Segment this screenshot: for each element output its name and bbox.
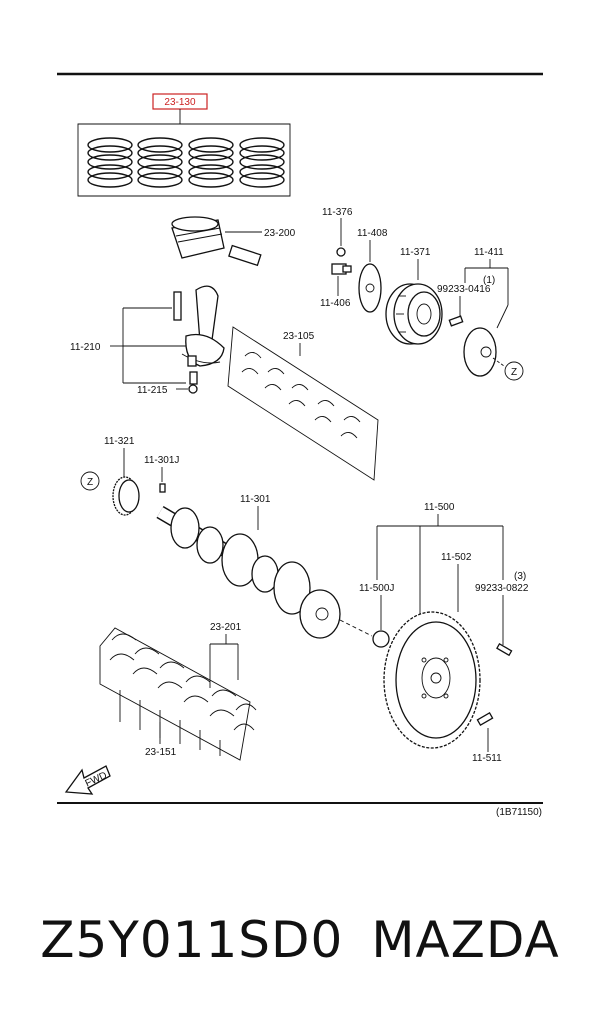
rod-bearing-set[interactable]: 23-105	[227, 326, 379, 481]
label-11-511: 11-511	[472, 753, 502, 764]
z-reference-top	[504, 361, 524, 381]
label-11-406: 11-406	[320, 298, 351, 309]
pulley-plate[interactable]: 11-408	[357, 228, 388, 313]
label-99233-0822: 99233-0822	[475, 583, 529, 594]
connecting-rod[interactable]: 11-210 11-215	[70, 285, 225, 396]
pilot-bearing	[372, 630, 390, 648]
label-11-301j: 11-301J	[144, 455, 179, 466]
ring-stacks	[87, 137, 285, 188]
pulley-washer-group[interactable]: 11-411 (1) 99233-0416 Z	[437, 247, 524, 381]
crankshaft-gear[interactable]: 11-321 Z	[80, 436, 140, 516]
forward-arrow-icon: FWD	[64, 765, 111, 795]
parts-diagram: 23-130	[57, 72, 543, 818]
flywheel-group[interactable]: 11-500 11-502 11-500J (3) 99233-0822 11-…	[359, 502, 529, 764]
part-number: Z5Y011SD0	[40, 911, 344, 969]
brand-name: MAZDA	[371, 911, 560, 969]
pulley-bolts[interactable]: 11-376 11-406	[320, 207, 353, 309]
label-11-210: 11-210	[70, 342, 101, 353]
label-11-411: 11-411	[474, 247, 504, 258]
piston-pin	[228, 244, 262, 267]
svg-text:Z: Z	[511, 367, 517, 378]
caption: Z5Y011SD0 MAZDA	[0, 900, 600, 980]
label-23-201: 23-201	[210, 622, 242, 633]
label-11-321: 11-321	[104, 436, 135, 447]
label-23-151: 23-151	[145, 747, 177, 758]
main-bearing-set[interactable]: 23-201 23-151	[99, 622, 257, 761]
label-11-408: 11-408	[357, 228, 388, 239]
label-11-215: 11-215	[137, 385, 168, 396]
label-11-301: 11-301	[240, 494, 271, 505]
label-11-376: 11-376	[322, 207, 353, 218]
crank-flange	[299, 589, 341, 639]
z-reference-bottom	[80, 471, 100, 491]
piston-ring-set[interactable]: 23-130	[77, 93, 291, 197]
label-23-105: 23-105	[283, 331, 315, 342]
label-paren-3: (3)	[514, 571, 526, 582]
svg-text:FWD: FWD	[84, 770, 109, 790]
label-11-371: 11-371	[400, 247, 431, 258]
label-23-130: 23-130	[164, 97, 196, 108]
piston[interactable]: 23-200	[171, 216, 296, 267]
label-23-200: 23-200	[264, 228, 296, 239]
svg-text:Z: Z	[87, 477, 93, 488]
crankshaft-pulley[interactable]: 11-371	[385, 247, 443, 345]
crankshaft[interactable]: 11-301	[156, 494, 373, 639]
label-11-500: 11-500	[424, 502, 455, 513]
label-99233-0416: 99233-0416	[437, 284, 491, 295]
diagram-reference: (1B71150)	[496, 807, 542, 818]
label-11-500j: 11-500J	[359, 583, 394, 594]
crankshaft-key[interactable]: 11-301J	[144, 455, 179, 493]
label-11-502: 11-502	[441, 552, 472, 563]
label-paren-1: (1)	[483, 275, 495, 286]
